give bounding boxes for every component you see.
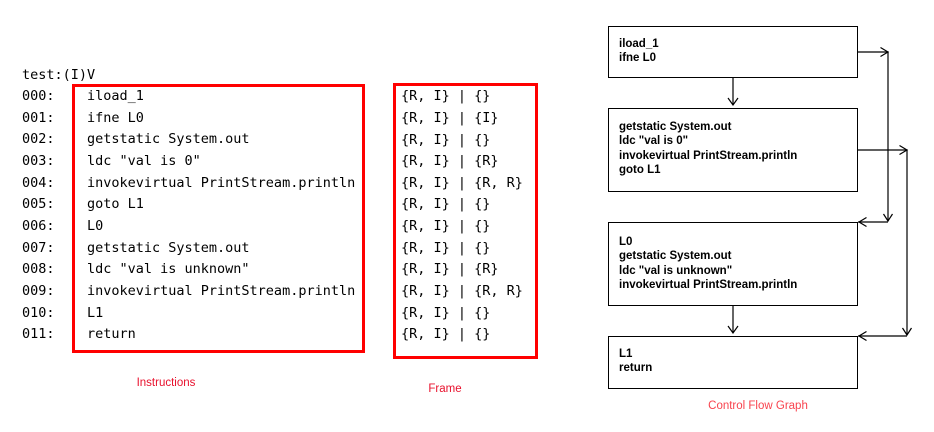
- edge-val-is-0-to-L1: [857, 144, 913, 342]
- instruction-text: ifne L0: [87, 109, 144, 126]
- cfg-block-L1: L1 return: [608, 336, 858, 389]
- instruction-text: getstatic System.out: [87, 131, 250, 148]
- arrowhead-down-icon: [727, 325, 739, 335]
- control-flow-graph-label: Control Flow Graph: [708, 400, 808, 412]
- edge-entry-to-val-is-0: [727, 78, 739, 107]
- cfg-block-line: getstatic System.out: [619, 121, 732, 133]
- cfg-block-line: L1: [619, 348, 633, 360]
- instruction-row: 003: ldc "val is 0": [22, 151, 355, 173]
- instruction-address: 009:: [22, 283, 55, 300]
- instruction-address: 000:: [22, 88, 55, 105]
- method-signature: test:(I)V: [22, 66, 96, 83]
- instruction-address: 005:: [22, 196, 55, 213]
- cfg-block-line: invokevirtual PrintStream.println: [619, 279, 798, 292]
- arrowhead-right-icon: [899, 144, 909, 156]
- arrowhead-left-icon: [857, 330, 867, 342]
- edge-L0-to-L1: [727, 306, 739, 335]
- instruction-text: ldc "val is 0": [87, 153, 201, 170]
- frame-row: {R, I} | {R}: [401, 153, 499, 170]
- instruction-address: 002:: [22, 131, 55, 148]
- instruction-row: 002: getstatic System.out: [22, 129, 355, 151]
- cfg-block-line: ifne L0: [619, 52, 657, 65]
- frame-row: {R, I} | {}: [401, 239, 491, 256]
- instruction-text: iload_1: [87, 88, 144, 105]
- instruction-text: goto L1: [87, 196, 144, 213]
- instruction-text: L1: [87, 304, 104, 321]
- cfg-block-line: ldc "val is unknown": [619, 264, 733, 277]
- frame-row: {R, I} | {R, R}: [401, 283, 523, 300]
- frame-row: {R, I} | {}: [401, 131, 491, 148]
- instruction-address: 011:: [22, 326, 55, 343]
- instruction-row: 008: ldc "val is unknown": [22, 259, 355, 281]
- instruction-text: ldc "val is unknown": [87, 261, 250, 278]
- instruction-row: 004: invokevirtual PrintStream.println: [22, 173, 355, 195]
- instruction-row: 006: L0: [22, 216, 355, 238]
- frame-row: {R, I} | {R, R}: [401, 174, 523, 191]
- instruction-address: 001:: [22, 109, 55, 126]
- arrowhead-down-icon: [901, 327, 913, 337]
- frame-row: {R, I} | {}: [401, 326, 491, 343]
- instruction-text: invokevirtual PrintStream.println: [87, 283, 356, 300]
- frame-row: {R, I} | {}: [401, 304, 491, 321]
- edge-entry-to-L0: [857, 46, 894, 228]
- cfg-block-line: invokevirtual PrintStream.println: [619, 149, 798, 162]
- cfg-block-val-is-0: getstatic System.out ldc "val is 0" invo…: [608, 108, 858, 192]
- instructions-label: Instructions: [136, 377, 196, 389]
- cfg-block-L0: L0 getstatic System.out ldc "val is unkn…: [608, 222, 858, 306]
- instruction-row: 009: invokevirtual PrintStream.println: [22, 281, 355, 303]
- instruction-text: return: [87, 326, 136, 343]
- instruction-row: 001: ifne L0: [22, 108, 355, 130]
- instruction-address: 010:: [22, 304, 55, 321]
- instruction-text: getstatic System.out: [87, 239, 250, 256]
- instruction-address: 004:: [22, 174, 55, 191]
- instruction-row: 011: return: [22, 324, 355, 346]
- cfg-block-line: goto L1: [619, 164, 661, 177]
- instruction-address: 007:: [22, 239, 55, 256]
- instruction-listing: test:(I)V 000: iload_1 001: ifne L0 002: ge…: [22, 65, 355, 347]
- instruction-row: 007: getstatic System.out: [22, 238, 355, 260]
- arrowhead-left-icon: [857, 216, 867, 228]
- arrowhead-down-icon: [727, 97, 739, 107]
- cfg-block-line: return: [619, 362, 653, 375]
- frame-row: {R, I} | {}: [401, 88, 491, 105]
- instruction-address: 003:: [22, 153, 55, 170]
- instruction-address: 008:: [22, 261, 55, 278]
- cfg-block-line: iload_1: [619, 38, 659, 50]
- frame-row: {R, I} | {I}: [401, 109, 499, 126]
- instruction-row: 010: L1: [22, 303, 355, 325]
- instruction-text: L0: [87, 218, 104, 235]
- instruction-text: invokevirtual PrintStream.println: [87, 174, 356, 191]
- cfg-block-line: getstatic System.out: [619, 250, 732, 263]
- frame-row: {R, I} | {}: [401, 196, 491, 213]
- frame-highlight-box: [393, 83, 538, 359]
- frame-row: {R, I} | {}: [401, 218, 491, 235]
- instruction-row: 000: iload_1: [22, 86, 355, 108]
- cfg-block-line: ldc "val is 0": [619, 135, 689, 148]
- frame-listing: {R, I} | {} {R, I} | {I} {R, I} | {} {R,…: [401, 86, 523, 346]
- frame-row: {R, I} | {R}: [401, 261, 499, 278]
- frame-label: Frame: [428, 383, 462, 395]
- cfg-block-line: L0: [619, 236, 633, 248]
- arrowhead-right-icon: [880, 46, 890, 58]
- arrowhead-down-icon: [882, 213, 894, 223]
- instruction-row: 005: goto L1: [22, 194, 355, 216]
- instructions-highlight-box: [72, 84, 365, 353]
- cfg-block-entry: iload_1 ifne L0: [608, 26, 858, 78]
- instruction-address: 006:: [22, 218, 55, 235]
